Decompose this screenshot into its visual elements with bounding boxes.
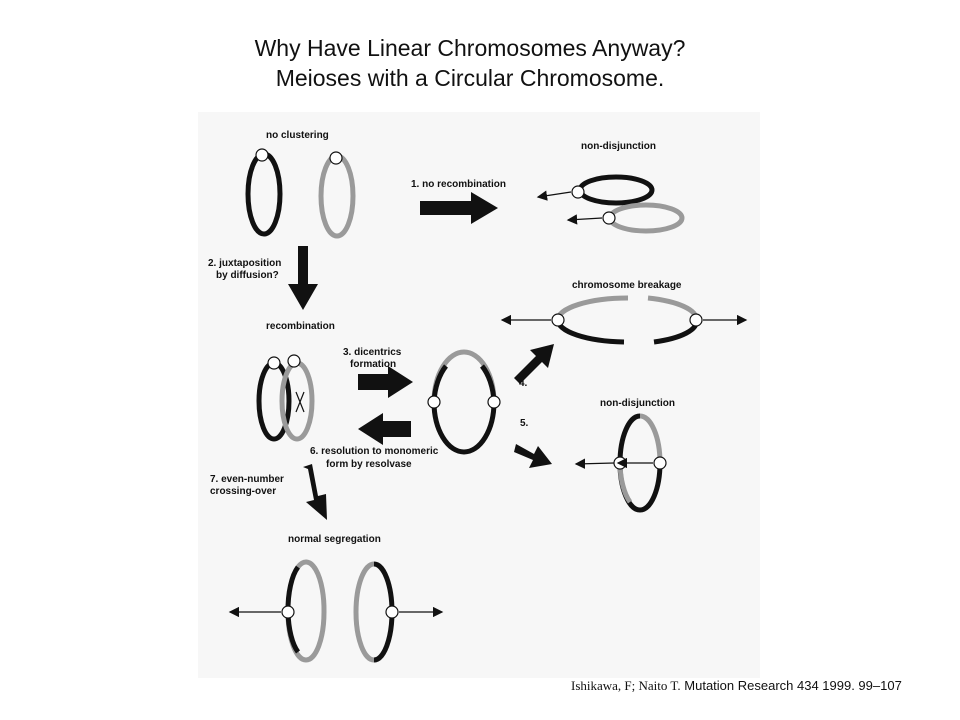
centromere: [689, 313, 703, 327]
label-no-clustering: no clustering: [266, 130, 329, 141]
pull-arrow: [574, 458, 615, 469]
citation: Ishikawa, F; Naito T. Mutation Research …: [571, 678, 902, 694]
arrow-step3: [358, 366, 413, 398]
arrow-step5: [514, 444, 552, 468]
label-step1: 1. no recombination: [411, 179, 506, 190]
label-step4: 4.: [519, 378, 528, 389]
centromere: [487, 395, 501, 409]
label-chromosome-breakage: chromosome breakage: [572, 280, 682, 291]
citation-authors: Ishikawa, F; Naito T.: [571, 678, 681, 693]
label-non-disjunction-top: non-disjunction: [581, 141, 656, 152]
label-step2-line2: by diffusion?: [216, 270, 279, 281]
label-non-disjunction-mid: non-disjunction: [600, 398, 675, 409]
segregating-chromosome-right: [353, 561, 395, 663]
grey-chromosome: [607, 202, 685, 234]
citation-source: Mutation Research 434 1999. 99–107: [680, 678, 902, 693]
centromere: [571, 185, 585, 199]
centromere: [551, 313, 565, 327]
arrow-step4: [514, 344, 554, 384]
pull-arrow: [566, 214, 603, 225]
arrow-step2: [288, 246, 318, 310]
broken-chromosome: [555, 295, 699, 345]
centromere: [267, 356, 281, 370]
arrow-step1: [420, 192, 498, 224]
label-step6-line2: form by resolvase: [326, 459, 412, 470]
centromere: [602, 211, 616, 225]
black-chromosome: [577, 174, 655, 206]
pull-arrow: [536, 190, 572, 201]
grey-chromosome: [318, 153, 356, 239]
centromere: [281, 605, 295, 619]
centromere: [653, 456, 667, 470]
label-step2-line1: 2. juxtaposition: [208, 258, 281, 269]
label-step3-line1: 3. dicentrics: [343, 347, 402, 358]
centromere: [329, 151, 343, 165]
label-normal-segregation: normal segregation: [288, 534, 381, 545]
arrow-step6: [358, 413, 411, 445]
dicentric-chromosome: [431, 349, 497, 455]
centromere: [287, 354, 301, 368]
meiosis-circular-chromosome-figure: no clustering 1. no recombination non-di…: [198, 112, 760, 678]
black-chromosome: [245, 151, 283, 237]
arrow-step7: [303, 464, 327, 520]
crossover-mark: [295, 391, 305, 413]
centromere: [255, 148, 269, 162]
label-step7-line2: crossing-over: [210, 486, 276, 497]
label-recombination: recombination: [266, 321, 335, 332]
centromere: [427, 395, 441, 409]
label-step5: 5.: [520, 418, 529, 429]
label-step6-line1: 6. resolution to monomeric: [310, 446, 439, 457]
figure-diagram: no clustering 1. no recombination non-di…: [208, 130, 748, 663]
label-step7-line1: 7. even-number: [210, 474, 284, 485]
slide-title-line1: Why Have Linear Chromosomes Anyway?: [254, 35, 686, 61]
centromere: [385, 605, 399, 619]
label-step3-line2: formation: [350, 359, 396, 370]
slide-title-line2: Meioses with a Circular Chromosome.: [275, 65, 665, 91]
